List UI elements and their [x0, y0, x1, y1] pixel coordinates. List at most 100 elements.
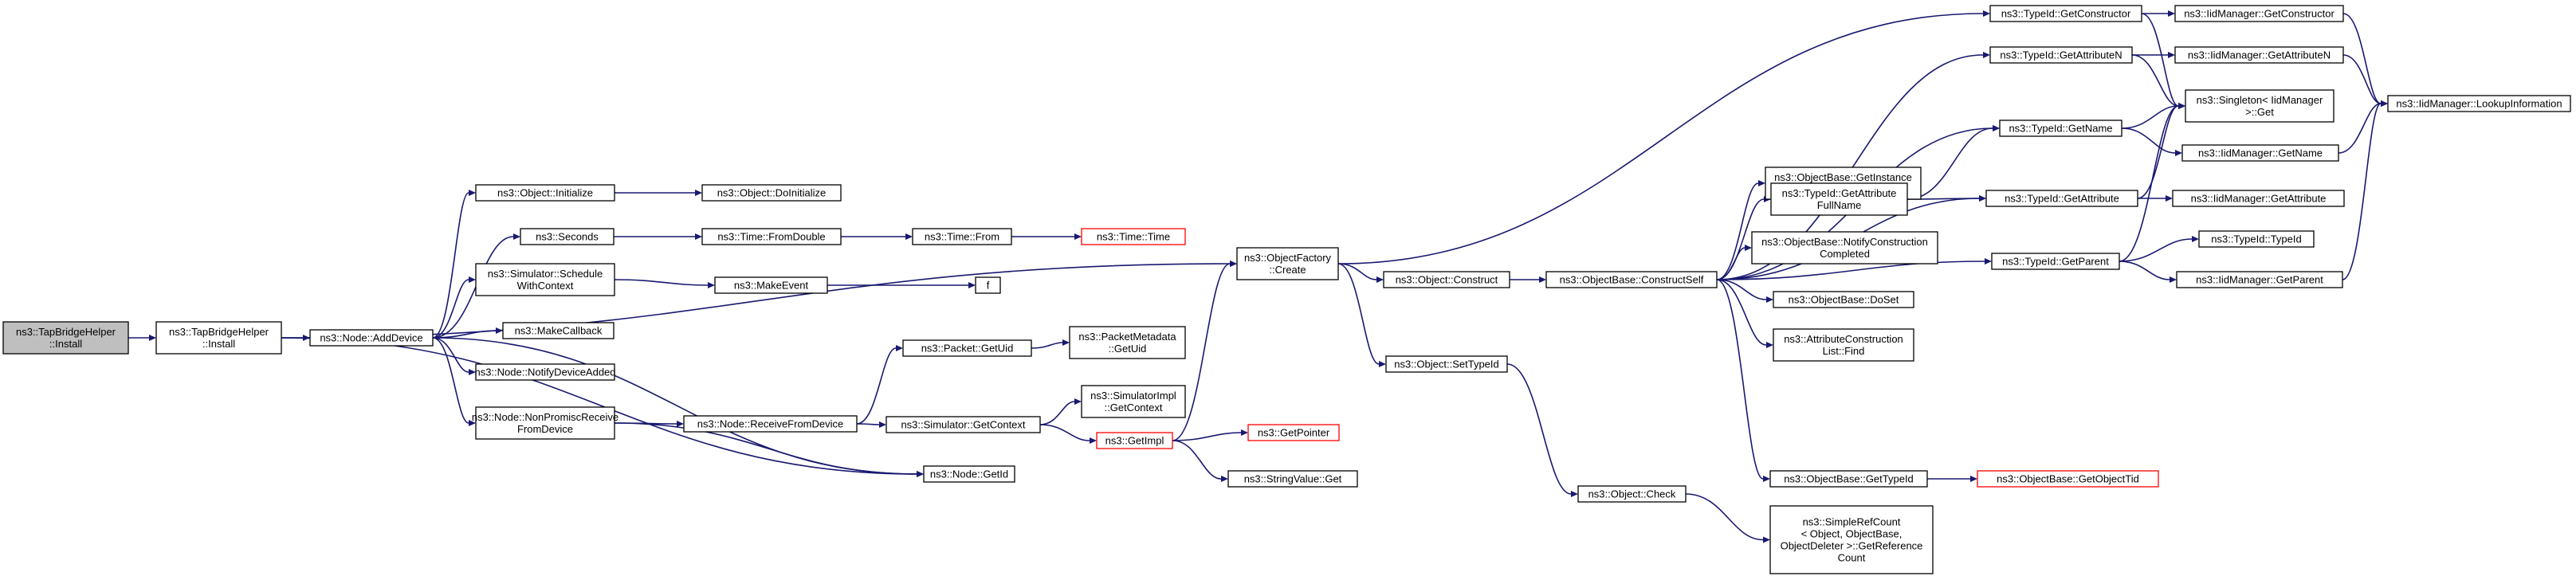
- node-ob-notify[interactable]: ns3::ObjectBase::NotifyConstructionCompl…: [1751, 231, 1938, 265]
- node-singleton-get[interactable]: ns3::Singleton< IidManager>::Get: [2185, 89, 2334, 123]
- node-time-time[interactable]: ns3::Time::Time: [1081, 228, 1186, 245]
- node-im-lookup[interactable]: ns3::IidManager::LookupInformation: [2387, 95, 2571, 112]
- arrowhead-icon: [695, 233, 702, 240]
- node-box: [1773, 291, 1914, 308]
- node-box: [975, 276, 1001, 294]
- node-label: FullName: [1817, 199, 1862, 211]
- node-label: ns3::Node::NotifyDeviceAdded: [474, 366, 615, 378]
- node-label: ns3::Node::ReceiveFromDevice: [697, 418, 844, 430]
- node-tid-get-ctor[interactable]: ns3::TypeId::GetConstructor: [1989, 5, 2142, 22]
- node-obj-check[interactable]: ns3::Object::Check: [1577, 485, 1687, 503]
- node-box: [683, 415, 858, 433]
- node-label: ::GetContext: [1105, 402, 1163, 413]
- node-box: [475, 263, 615, 296]
- node-construct-self[interactable]: ns3::ObjectBase::ConstructSelf: [1545, 271, 1718, 288]
- arrowhead-icon: [1985, 258, 1992, 265]
- node-obj-set-type-id[interactable]: ns3::Object::SetTypeId: [1385, 355, 1508, 373]
- node-make-callback[interactable]: ns3::MakeCallback: [502, 322, 615, 339]
- node-im-get-parent[interactable]: ns3::IidManager::GetParent: [2176, 271, 2343, 288]
- node-seconds[interactable]: ns3::Seconds: [520, 228, 615, 245]
- arrowhead-icon: [1970, 476, 1977, 482]
- edge-construct-self-to-ob-get-inst: [1716, 182, 1759, 280]
- node-sim-get-ctx[interactable]: ns3::Simulator::GetContext: [886, 416, 1041, 433]
- node-tap-install[interactable]: ns3::TapBridgeHelper::Install: [2, 321, 129, 355]
- node-box: [2387, 95, 2571, 112]
- node-tid-get-name[interactable]: ns3::TypeId::GetName: [1999, 120, 2122, 137]
- arrowhead-icon: [917, 471, 924, 477]
- node-box: [1977, 470, 2159, 488]
- node-f[interactable]: f: [975, 276, 1001, 294]
- node-make-event[interactable]: ns3::MakeEvent: [714, 276, 828, 294]
- node-box: [714, 276, 828, 294]
- node-box: [155, 321, 282, 355]
- node-node-get-id[interactable]: ns3::Node::GetId: [923, 465, 1015, 483]
- node-add-device[interactable]: ns3::Node::AddDevice: [309, 329, 434, 347]
- node-sim-impl-ctx[interactable]: ns3::SimulatorImpl::GetContext: [1081, 385, 1186, 418]
- edge-construct-self-to-tid-get-parent: [1716, 261, 1985, 280]
- node-obj-construct[interactable]: ns3::Object::Construct: [1383, 271, 1510, 288]
- node-ob-get-obj-tid[interactable]: ns3::ObjectBase::GetObjectTid: [1977, 470, 2159, 488]
- edge-construct-self-to-ob-do-set: [1716, 279, 1767, 300]
- node-label: ns3::TapBridgeHelper: [16, 326, 116, 338]
- node-time-from[interactable]: ns3::Time::From: [912, 228, 1012, 245]
- node-tid-get-attr[interactable]: ns3::TypeId::GetAttribute: [1985, 190, 2138, 207]
- edge-of-create-to-obj-set-type-id: [1337, 263, 1380, 365]
- node-im-get-attr-n[interactable]: ns3::IidManager::GetAttributeN: [2174, 46, 2344, 64]
- node-box: [309, 329, 434, 347]
- node-get-uid[interactable]: ns3::Packet::GetUid: [902, 339, 1032, 357]
- edges-layer: [128, 10, 2388, 543]
- edge-add-device-to-schedule: [432, 279, 469, 339]
- node-tid-get-attr-n[interactable]: ns3::TypeId::GetAttributeN: [1989, 46, 2133, 64]
- node-tid-type-id[interactable]: ns3::TypeId::TypeId: [2198, 230, 2315, 248]
- node-box: [1769, 505, 1934, 574]
- node-label: ns3::StringValue::Get: [1244, 473, 1342, 485]
- node-of-create[interactable]: ns3::ObjectFactory::Create: [1236, 247, 1339, 280]
- node-im-get-name[interactable]: ns3::IidManager::GetName: [2181, 144, 2339, 162]
- node-label: ns3::Packet::GetUid: [921, 343, 1014, 355]
- edge-obj-set-type-id-to-obj-check: [1506, 363, 1572, 495]
- node-box: [520, 228, 615, 245]
- node-obj-do-init[interactable]: ns3::Object::DoInitialize: [701, 184, 842, 202]
- node-ob-get-type-id[interactable]: ns3::ObjectBase::GetTypeId: [1769, 470, 1928, 488]
- node-box: [1999, 120, 2122, 137]
- node-im-get-ctor[interactable]: ns3::IidManager::GetConstructor: [2174, 5, 2344, 22]
- edge-im-get-attr-n-to-im-lookup: [2342, 54, 2382, 104]
- node-get-pointer[interactable]: ns3::GetPointer: [1247, 424, 1340, 441]
- arrowhead-icon: [469, 190, 476, 196]
- node-label: ns3::Time::From: [925, 231, 999, 243]
- node-label: ns3::IidManager::GetConstructor: [2184, 8, 2334, 20]
- arrowhead-icon: [1539, 276, 1546, 283]
- edge-add-device-to-non-promisc: [432, 337, 469, 424]
- node-label: ns3::Object::Check: [1588, 488, 1676, 500]
- edge-tid-get-parent-to-im-get-parent: [2119, 261, 2170, 280]
- node-label: ns3::TypeId::GetConstructor: [2001, 8, 2131, 20]
- node-pm-get-uid[interactable]: ns3::PacketMetadata::GetUid: [1069, 326, 1186, 359]
- node-label: ns3::Singleton< IidManager: [2197, 94, 2323, 106]
- node-label: Count: [1838, 552, 1866, 564]
- node-label: ns3::Time::Time: [1097, 231, 1170, 243]
- node-notify-dev[interactable]: ns3::Node::NotifyDeviceAdded: [474, 363, 616, 381]
- node-im-get-attr[interactable]: ns3::IidManager::GetAttribute: [2172, 190, 2345, 207]
- node-str-get[interactable]: ns3::StringValue::Get: [1227, 470, 1358, 488]
- node-tap-install2[interactable]: ns3::TapBridgeHelper::Install: [155, 321, 282, 355]
- edge-get-impl-to-str-get: [1172, 440, 1222, 480]
- node-box: [1385, 355, 1508, 373]
- node-tid-get-parent[interactable]: ns3::TypeId::GetParent: [1991, 253, 2120, 270]
- node-get-impl[interactable]: ns3::GetImpl: [1096, 432, 1173, 449]
- node-obj-init[interactable]: ns3::Object::Initialize: [475, 184, 615, 202]
- node-src-get-ref[interactable]: ns3::SimpleRefCount< Object, ObjectBase,…: [1769, 505, 1934, 574]
- node-from-double[interactable]: ns3::Time::FromDouble: [701, 228, 842, 245]
- node-label: ns3::MakeEvent: [734, 280, 809, 292]
- edge-tap-install2-to-node-get-id: [281, 337, 917, 475]
- edge-tid-get-ctor-to-singleton-get: [2141, 13, 2179, 107]
- node-box: [1545, 271, 1718, 288]
- arrowhead-icon: [1758, 180, 1765, 186]
- node-label: ns3::IidManager::GetName: [2198, 147, 2323, 159]
- node-recv-from-dev[interactable]: ns3::Node::ReceiveFromDevice: [683, 415, 858, 433]
- node-ob-do-set[interactable]: ns3::ObjectBase::DoSet: [1773, 291, 1914, 308]
- node-label: ns3::TypeId::GetName: [2009, 123, 2112, 135]
